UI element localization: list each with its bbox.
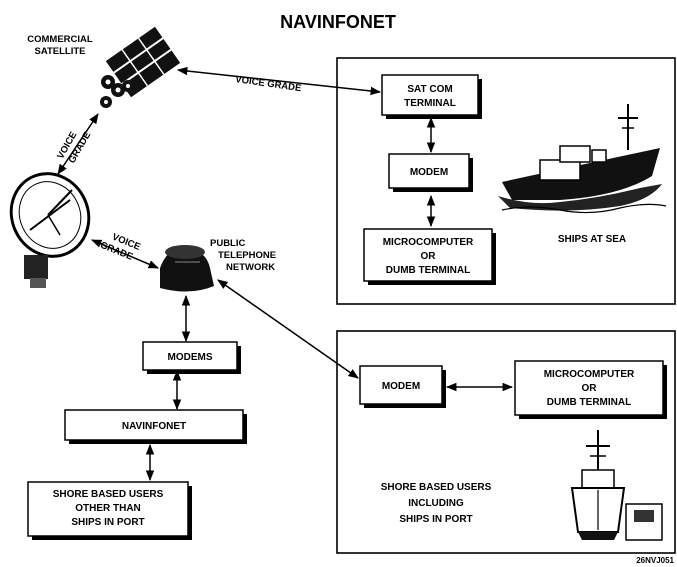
svg-text:SAT COM: SAT COM (407, 84, 452, 95)
svg-text:SHIPS IN PORT: SHIPS IN PORT (71, 517, 144, 528)
svg-text:TERMINAL: TERMINAL (404, 98, 456, 109)
navinfonet-box: NAVINFONET (64, 409, 247, 444)
microcomputer-shore-box: MICROCOMPUTER OR DUMB TERMINAL (514, 360, 667, 419)
svg-text:DUMB TERMINAL: DUMB TERMINAL (547, 397, 631, 408)
svg-text:OR: OR (421, 251, 437, 262)
svg-text:OR: OR (582, 383, 598, 394)
ships-at-sea-frame (336, 57, 676, 305)
ships-at-sea-label: SHIPS AT SEA (558, 234, 626, 245)
shore-users-including-line3: SHIPS IN PORT (399, 514, 472, 525)
microcomputer-ship-box: MICROCOMPUTER OR DUMB TERMINAL (363, 228, 496, 285)
modem-ship-box: MODEM (388, 153, 473, 192)
figure-id: 26NVJ051 (636, 556, 674, 565)
satcom-terminal-box: SAT COM TERMINAL (381, 74, 482, 119)
svg-text:SHORE BASED USERS: SHORE BASED USERS (53, 489, 164, 500)
ship-at-sea-icon (498, 104, 667, 214)
ship-in-port-icon (570, 430, 663, 541)
svg-text:MODEM: MODEM (382, 381, 420, 392)
telephone-label: TELEPHONE (218, 250, 276, 261)
modems-box: MODEMS (142, 341, 241, 374)
svg-text:MODEMS: MODEMS (168, 352, 213, 363)
modem-shore-box: MODEM (359, 365, 446, 408)
dish-telephone-link (91, 239, 159, 269)
public-label: PUBLIC (210, 238, 246, 249)
shore-users-including-line1: SHORE BASED USERS (381, 482, 492, 493)
telephone-shore-modem-link (217, 279, 359, 379)
shore-users-frame (336, 330, 676, 554)
commercial-label: COMMERCIAL (27, 34, 93, 45)
voice-grade-top-label: VOICE GRADE (235, 74, 302, 94)
satellite-satcom-link (176, 66, 382, 96)
svg-text:OTHER THAN: OTHER THAN (75, 503, 141, 514)
satellite-icon (100, 26, 181, 108)
svg-text:MICROCOMPUTER: MICROCOMPUTER (383, 237, 474, 248)
shore-users-other-box: SHORE BASED USERS OTHER THAN SHIPS IN PO… (27, 481, 192, 540)
telephone-network-icon (160, 245, 214, 292)
dish-antenna-icon (9, 172, 91, 288)
satellite-dish-link (57, 113, 99, 175)
svg-text:DUMB TERMINAL: DUMB TERMINAL (386, 265, 470, 276)
network-label: NETWORK (226, 262, 275, 273)
svg-text:NAVINFONET: NAVINFONET (122, 421, 186, 432)
svg-text:MODEM: MODEM (410, 167, 448, 178)
satellite-label: SATELLITE (34, 46, 85, 57)
shore-users-including-line2: INCLUDING (408, 498, 464, 509)
diagram-title: NAVINFONET (280, 12, 396, 32)
svg-text:MICROCOMPUTER: MICROCOMPUTER (544, 369, 635, 380)
